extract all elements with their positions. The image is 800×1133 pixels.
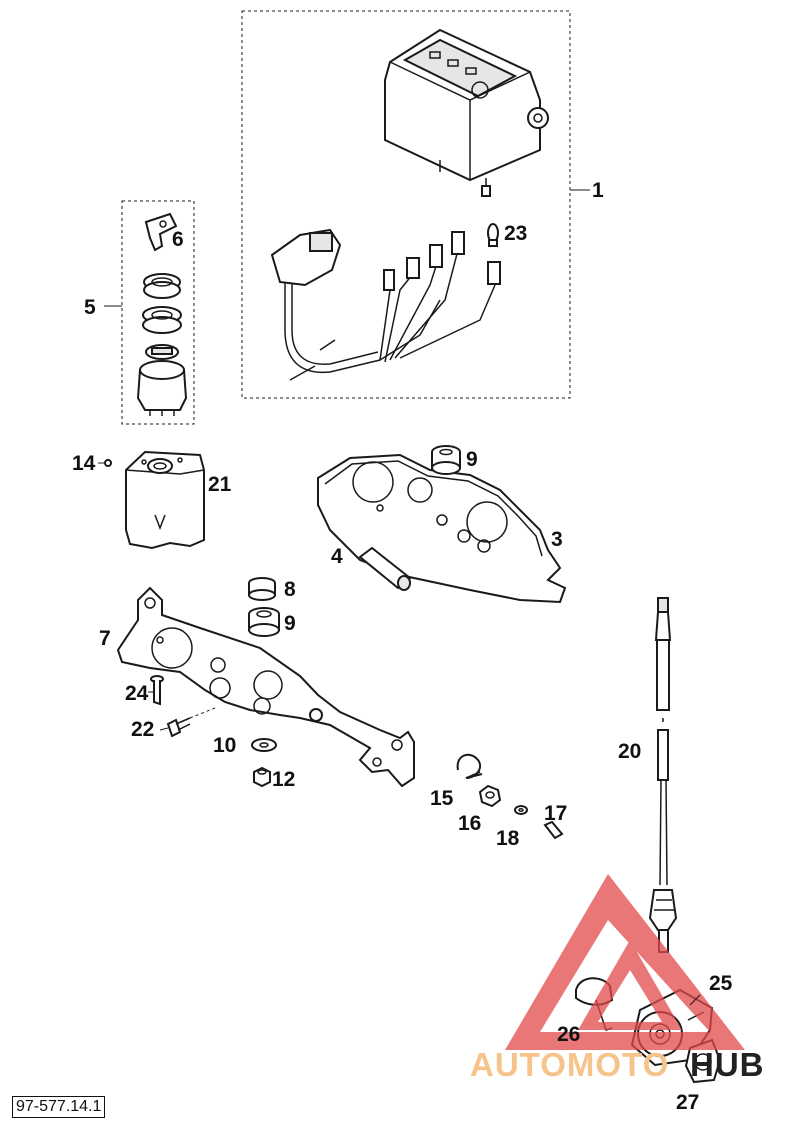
rubber-spacer — [248, 577, 276, 601]
washer-part — [251, 738, 277, 752]
bulb-part — [487, 223, 499, 247]
callout-24: 24 — [125, 682, 149, 705]
speedometer-unit — [384, 28, 549, 197]
callout-25: 25 — [709, 972, 733, 995]
rubber-tube — [358, 546, 412, 591]
ignition-key — [144, 212, 178, 252]
ignition-ring-2 — [142, 306, 182, 334]
callout-3: 3 — [551, 528, 563, 551]
callout-16: 16 — [458, 812, 481, 835]
rubber-grommet-middle — [248, 607, 280, 637]
callout-9-top: 9 — [466, 448, 478, 471]
washer-18-part — [514, 805, 528, 815]
cable-clip-part — [456, 753, 483, 779]
callout-5: 5 — [84, 296, 96, 319]
leader-22 — [159, 727, 169, 731]
nut-16-part — [478, 784, 502, 808]
small-grommet-part — [104, 459, 112, 467]
callout-21: 21 — [208, 473, 232, 496]
callout-9-middle: 9 — [284, 612, 296, 635]
callout-1: 1 — [592, 179, 604, 202]
callout-18: 18 — [496, 827, 520, 850]
callout-20: 20 — [618, 740, 641, 763]
callout-15: 15 — [430, 787, 454, 810]
callout-14: 14 — [72, 452, 96, 475]
watermark-text-part1: AUTOMOTO — [470, 1046, 669, 1083]
callout-26: 26 — [557, 1023, 580, 1046]
callout-7: 7 — [99, 627, 111, 650]
diagram-reference-code: 97-577.14.1 — [12, 1096, 106, 1118]
callout-23: 23 — [504, 222, 527, 245]
callout-12: 12 — [272, 768, 295, 791]
watermark-triangle-outer — [505, 874, 745, 1050]
callout-27: 27 — [676, 1091, 699, 1114]
rubber-grommet-top — [431, 445, 461, 475]
speedometer-cable — [648, 597, 678, 953]
bolt-17-part — [543, 820, 564, 840]
watermark-text-part2: HUB — [690, 1046, 765, 1083]
ignition-group-box — [121, 200, 195, 425]
leader-25 — [689, 994, 701, 1006]
watermark-logo — [505, 874, 745, 1050]
switch-cover — [125, 450, 205, 550]
callout-6: 6 — [172, 228, 184, 251]
speedometer-group-box — [241, 10, 571, 399]
nut-12-part — [253, 766, 271, 788]
callout-4: 4 — [331, 545, 343, 568]
callout-22: 22 — [131, 718, 154, 741]
drive-washer-27 — [684, 1038, 722, 1084]
wiring-harness — [270, 228, 501, 381]
screw-24-part — [150, 675, 164, 706]
ignition-switch-body — [136, 344, 188, 416]
callout-8: 8 — [284, 578, 296, 601]
watermark-triangle-inner — [578, 940, 682, 1030]
instrument-bracket — [116, 586, 415, 788]
callout-10: 10 — [213, 734, 236, 757]
bolt-22-part — [166, 707, 216, 738]
ignition-ring-1 — [143, 273, 181, 299]
callout-17: 17 — [544, 802, 567, 825]
instrument-panel-gasket — [317, 453, 567, 604]
